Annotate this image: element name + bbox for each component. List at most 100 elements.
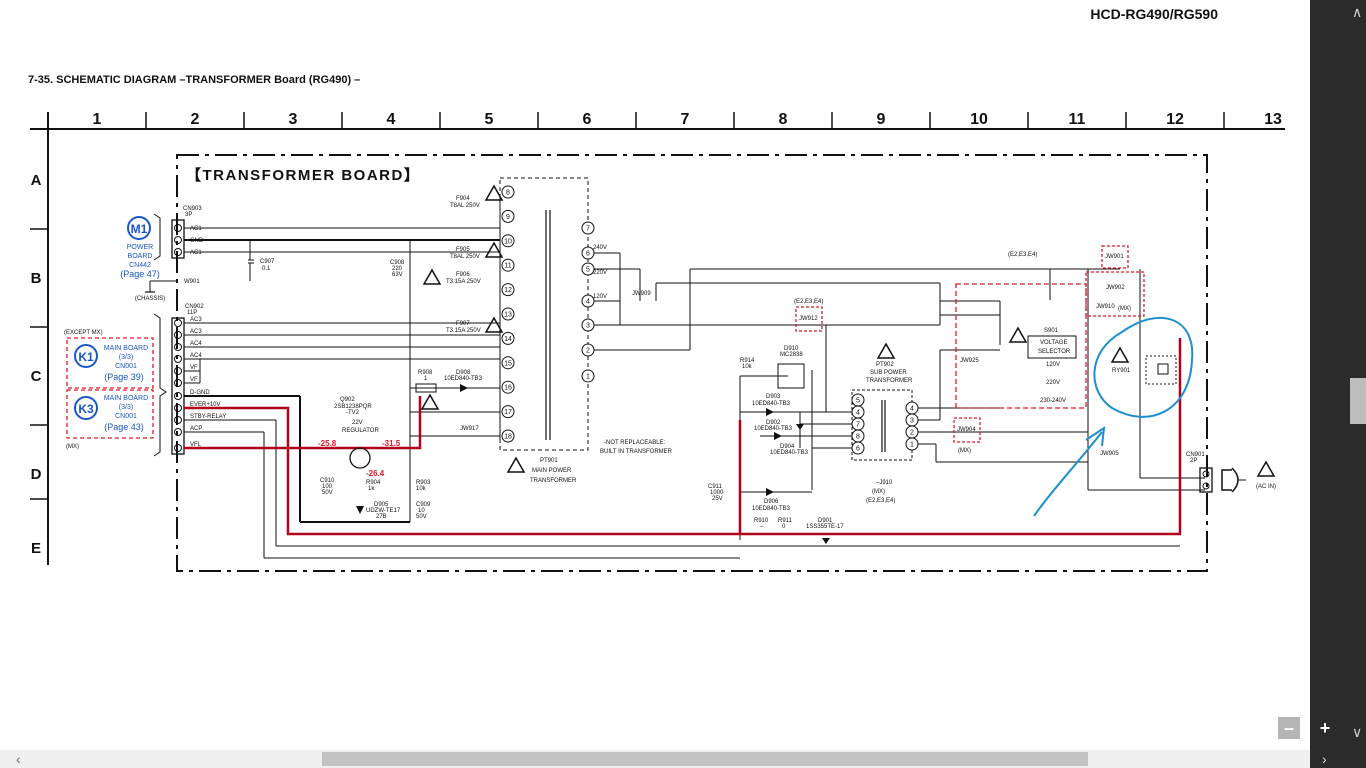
cn902-pin-label: VF <box>190 377 198 383</box>
svg-text:MAIN BOARD: MAIN BOARD <box>104 395 148 402</box>
svg-text:F904: F904 <box>456 196 470 202</box>
svg-text:(Page 39): (Page 39) <box>104 372 144 382</box>
cn902-pin <box>174 355 182 363</box>
pt901-primary-pin-label: 9 <box>506 214 510 221</box>
grid-column-12: 12 <box>1166 111 1184 128</box>
svg-text:10ED840-TB3: 10ED840-TB3 <box>752 401 791 407</box>
svg-text:T8AL 250V: T8AL 250V <box>450 254 480 260</box>
svg-text:UDZW-TE17: UDZW-TE17 <box>366 508 401 514</box>
cn902-pin-label: ACP <box>190 426 202 432</box>
page-title: 7-35. SCHEMATIC DIAGRAM –TRANSFORMER Boa… <box>28 74 361 86</box>
grid-column-9: 9 <box>877 111 886 128</box>
document-viewport[interactable]: HCD-RG490/RG590 7-35. SCHEMATIC DIAGRAM … <box>0 0 1310 750</box>
grid-column-7: 7 <box>681 111 690 128</box>
pt901-secondary-pin-label: 7 <box>586 226 590 233</box>
pt901-secondary-pin-label: 5 <box>586 267 590 274</box>
pt902-secondary-pin-label: 4 <box>910 406 914 413</box>
svg-text:CN902: CN902 <box>185 304 204 310</box>
pt901-primary-pin-label: 18 <box>504 434 512 441</box>
cn903-pin <box>174 236 182 244</box>
svg-text:T8AL 250V: T8AL 250V <box>450 203 480 209</box>
svg-text:JW904: JW904 <box>957 427 976 433</box>
svg-text:R908: R908 <box>418 370 433 376</box>
svg-text:(3/3): (3/3) <box>119 354 133 361</box>
svg-text:-31.5: -31.5 <box>382 439 401 448</box>
pt901-primary-pin-label: 15 <box>504 360 512 367</box>
pt901-box <box>499 177 589 451</box>
cn902-connector <box>171 317 185 455</box>
pt901-primary-pin <box>501 209 515 223</box>
svg-text:25V: 25V <box>712 496 723 502</box>
svg-text:10ED840-TB3: 10ED840-TB3 <box>752 506 791 512</box>
svg-text:M1: M1 <box>131 222 148 236</box>
svg-text:220: 220 <box>392 266 403 272</box>
connector-k1: K1 MAIN BOARD (3/3) CN001 (Page 39) <box>74 344 148 382</box>
grid-column-10: 10 <box>970 111 988 128</box>
scroll-right-button[interactable]: › <box>1322 751 1327 767</box>
chassis-label: (CHASSIS) <box>135 296 165 302</box>
cn902-pin-label: D-GND <box>190 390 210 396</box>
connector-m1: M1 POWER BOARD CN442 (Page 47) <box>120 216 160 279</box>
pt902-secondary-pin-label: 3 <box>910 418 914 425</box>
svg-text:63V: 63V <box>392 272 403 278</box>
svg-text:27B: 27B <box>376 514 387 520</box>
svg-text:11P: 11P <box>187 310 197 316</box>
svg-text:D910: D910 <box>784 346 799 352</box>
pt901-secondary-pin <box>581 262 595 276</box>
pt901-primary-pin-label: 8 <box>506 190 510 197</box>
svg-text:F905: F905 <box>456 247 470 253</box>
scroll-up-button[interactable]: ∧ <box>1352 4 1363 20</box>
svg-text:C910: C910 <box>320 478 335 484</box>
svg-text:10ED840-TB3: 10ED840-TB3 <box>754 426 793 432</box>
svg-text:R911: R911 <box>778 518 793 524</box>
svg-text:R914: R914 <box>740 358 755 364</box>
zoom-out-button[interactable]: – <box>1278 717 1300 739</box>
pt902-secondary-pin <box>905 437 919 451</box>
board-title: 【TRANSFORMER BOARD】 <box>186 166 420 184</box>
grid-row-A: A <box>31 172 42 189</box>
grid-column-8: 8 <box>779 111 788 128</box>
svg-text:CN901: CN901 <box>1186 452 1205 458</box>
svg-text:PT902: PT902 <box>876 362 894 368</box>
pt901-secondary-pin-label: 6 <box>586 251 590 258</box>
svg-text:D905: D905 <box>374 502 389 508</box>
svg-text:W901: W901 <box>184 279 200 285</box>
cn902-pin-label: STBY-RELAY <box>190 414 226 420</box>
pt901-secondary-pin <box>581 318 595 332</box>
zoom-in-button[interactable]: + <box>1314 717 1336 739</box>
svg-text:–: – <box>760 524 764 530</box>
pt901-secondary-pin <box>581 294 595 308</box>
cn903-pin <box>174 248 182 256</box>
svg-text:D906: D906 <box>764 499 779 505</box>
horizontal-scroll-thumb[interactable] <box>322 752 1088 766</box>
svg-text:0: 0 <box>782 524 786 530</box>
grid-row-B: B <box>31 270 42 287</box>
svg-text:D904: D904 <box>780 444 795 450</box>
vertical-scroll-thumb[interactable] <box>1350 378 1366 424</box>
svg-text:(MX): (MX) <box>958 448 971 454</box>
svg-text:MAIN POWER: MAIN POWER <box>532 468 572 474</box>
svg-text:JW925: JW925 <box>960 358 979 364</box>
cn902-pin-label: AC3 <box>190 317 202 323</box>
red-supply-line <box>184 338 1182 536</box>
svg-text:2P: 2P <box>1190 458 1197 464</box>
pt901-secondary-pin-label: 1 <box>586 374 590 381</box>
svg-text:CN442: CN442 <box>129 262 151 269</box>
scroll-down-button[interactable]: ∨ <box>1352 724 1363 740</box>
svg-text:22V: 22V <box>352 420 363 426</box>
svg-text:-TV2: -TV2 <box>346 410 360 416</box>
scroll-left-button[interactable]: ‹ <box>16 751 21 767</box>
model-header: HCD-RG490/RG590 <box>1090 6 1218 22</box>
svg-text:R910: R910 <box>754 518 769 524</box>
svg-text:R904: R904 <box>366 480 381 486</box>
pt902-primary-pin-label: 8 <box>856 434 860 441</box>
cn903-pin-label: AC1 <box>190 226 202 232</box>
connector-k3: K3 MAIN BOARD (3/3) CN001 (Page 43) <box>74 395 148 432</box>
svg-text:C907: C907 <box>260 259 275 265</box>
pt902-primary-pin <box>851 441 865 455</box>
svg-text:POWER: POWER <box>127 244 153 251</box>
cn902-pin <box>174 379 182 387</box>
cn902-pin <box>174 428 182 436</box>
s901-box <box>955 283 1087 409</box>
